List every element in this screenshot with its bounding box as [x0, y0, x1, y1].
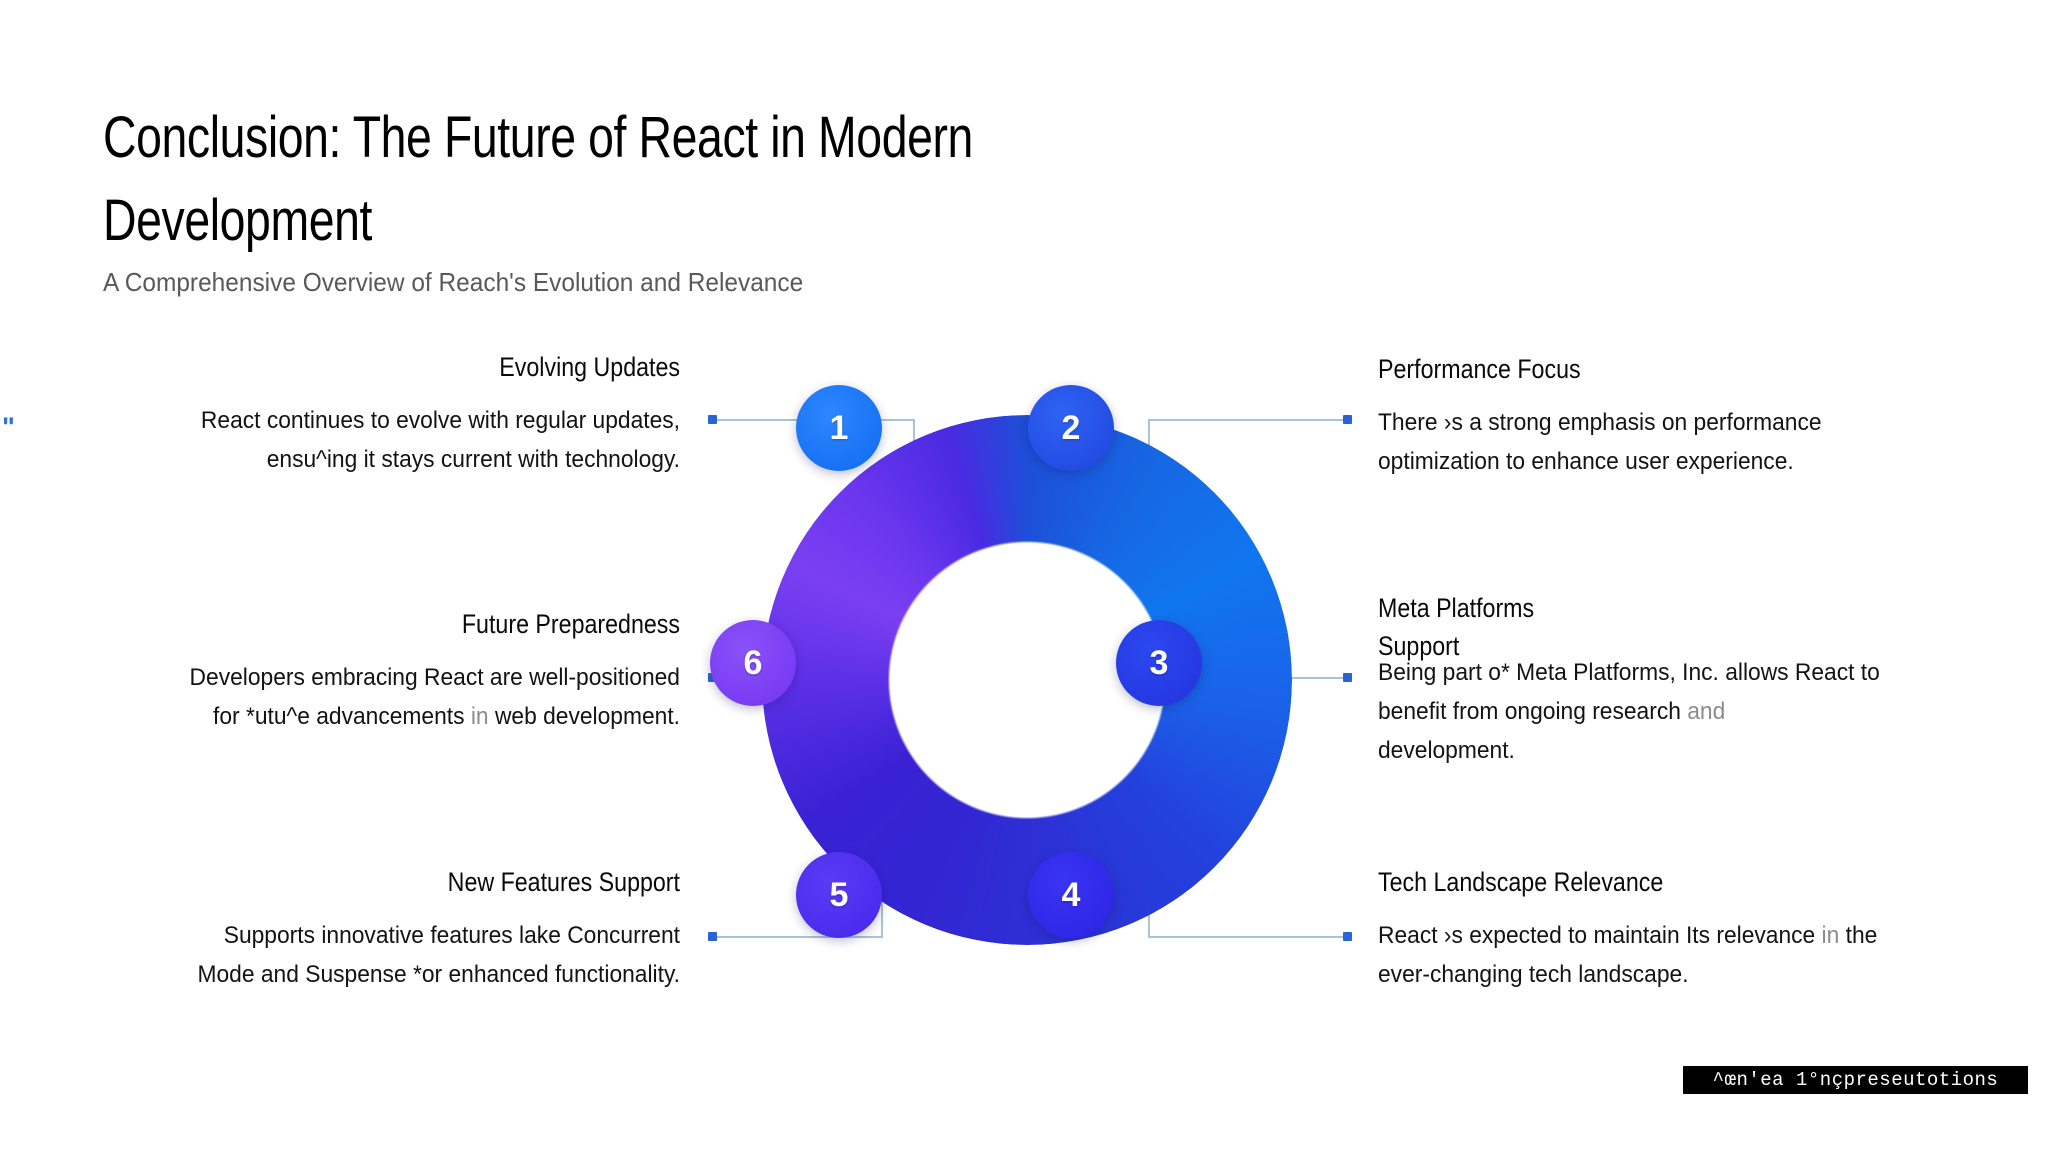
callout-evolving-updates: Evolving Updates React continues to evol… — [110, 351, 680, 479]
donut-node-number: 3 — [1149, 643, 1169, 682]
callout-body-dim-word: in — [1821, 922, 1840, 949]
donut-node-4[interactable]: 4 — [1028, 852, 1114, 938]
callout-body-segment: benefit from ongoing research — [1378, 698, 1688, 725]
callout-body-line: development. — [1378, 737, 1515, 764]
callout-heading-new-features-support: New Features Support — [447, 867, 680, 897]
donut-node-number: 5 — [829, 875, 849, 914]
watermark-banner: ^œn'ea 1°nçpreseutotions — [1683, 1066, 2028, 1094]
callout-body-line: Mode and Suspense *or enhanced functiona… — [197, 961, 680, 988]
donut-node-3[interactable]: 3 — [1116, 620, 1202, 706]
callout-heading-meta-platforms-support: Meta Platforms Support — [1378, 593, 1535, 661]
callout-body-segment: web development. — [488, 703, 680, 730]
donut-node-5[interactable]: 5 — [796, 852, 882, 938]
callout-body-line: There ›s a strong emphasis on performanc… — [1378, 409, 1822, 436]
cycle-donut-diagram: 1 2 3 4 5 6 — [710, 385, 1292, 945]
edge-quote-artifact: " — [2, 412, 15, 442]
callout-body-segment: React ›s expected to maintain Its releva… — [1378, 922, 1822, 949]
callout-heading-evolving-updates: Evolving Updates — [499, 352, 680, 382]
callout-body-line: Supports innovative features lake Concur… — [223, 922, 680, 949]
donut-node-number: 4 — [1061, 875, 1081, 914]
callout-new-features-support: New Features Support Supports innovative… — [110, 866, 680, 994]
callout-body-new-features-support: Supports innovative features lake Concur… — [139, 916, 680, 994]
callout-heading-tech-landscape-relevance: Tech Landscape Relevance — [1378, 867, 1664, 897]
callout-body-line: Developers embracing React are well-posi… — [189, 664, 680, 691]
callout-heading-performance-focus: Performance Focus — [1378, 354, 1581, 384]
callout-body-evolving-updates: React continues to evolve with regular u… — [139, 401, 680, 479]
callout-body-line: Being part o* Meta Platforms, Inc. allow… — [1378, 659, 1880, 686]
callout-body-line: ever-changing tech landscape. — [1378, 961, 1689, 988]
callout-body-meta-platforms-support: Being part o* Meta Platforms, Inc. allow… — [1378, 653, 1948, 770]
callout-body-segment: for *utu^e advancements — [213, 703, 471, 730]
callout-body-segment: the — [1839, 922, 1878, 949]
callout-body-dim-word: and — [1687, 698, 1726, 725]
callout-meta-platforms-support: Meta Platforms Support Being part o* Met… — [1378, 589, 1978, 770]
donut-center-hole — [923, 576, 1131, 784]
callout-body-line: ensu^ing it stays current with technolog… — [266, 446, 680, 473]
callout-body-dim-word: in — [470, 703, 489, 730]
page-subtitle: A Comprehensive Overview of Reach's Evol… — [103, 267, 804, 297]
donut-node-number: 2 — [1061, 408, 1081, 447]
donut-node-2[interactable]: 2 — [1028, 385, 1114, 471]
callout-heading-future-preparedness: Future Preparedness — [461, 609, 680, 639]
donut-node-1[interactable]: 1 — [796, 385, 882, 471]
callout-body-line: for *utu^e advancements in web developme… — [139, 697, 680, 736]
donut-node-6[interactable]: 6 — [710, 620, 796, 706]
callout-tech-landscape-relevance: Tech Landscape Relevance React ›s expect… — [1378, 866, 1978, 994]
callout-body-performance-focus: There ›s a strong emphasis on performanc… — [1378, 403, 1948, 481]
callout-performance-focus: Performance Focus There ›s a strong emph… — [1378, 353, 1978, 481]
callout-body-future-preparedness: Developers embracing React are well-posi… — [139, 658, 680, 736]
donut-node-number: 1 — [829, 408, 849, 447]
callout-body-line: optimization to enhance user experience. — [1378, 448, 1794, 475]
callout-body-line: benefit from ongoing research and — [1378, 692, 1948, 731]
donut-node-number: 6 — [743, 643, 763, 682]
callout-body-line: React continues to evolve with regular u… — [200, 407, 680, 434]
callout-future-preparedness: Future Preparedness Developers embracing… — [110, 608, 680, 736]
callout-body-line: React ›s expected to maintain Its releva… — [1378, 916, 1948, 955]
callout-body-tech-landscape-relevance: React ›s expected to maintain Its releva… — [1378, 916, 1948, 994]
page-title: Conclusion: The Future of React in Moder… — [103, 105, 986, 253]
